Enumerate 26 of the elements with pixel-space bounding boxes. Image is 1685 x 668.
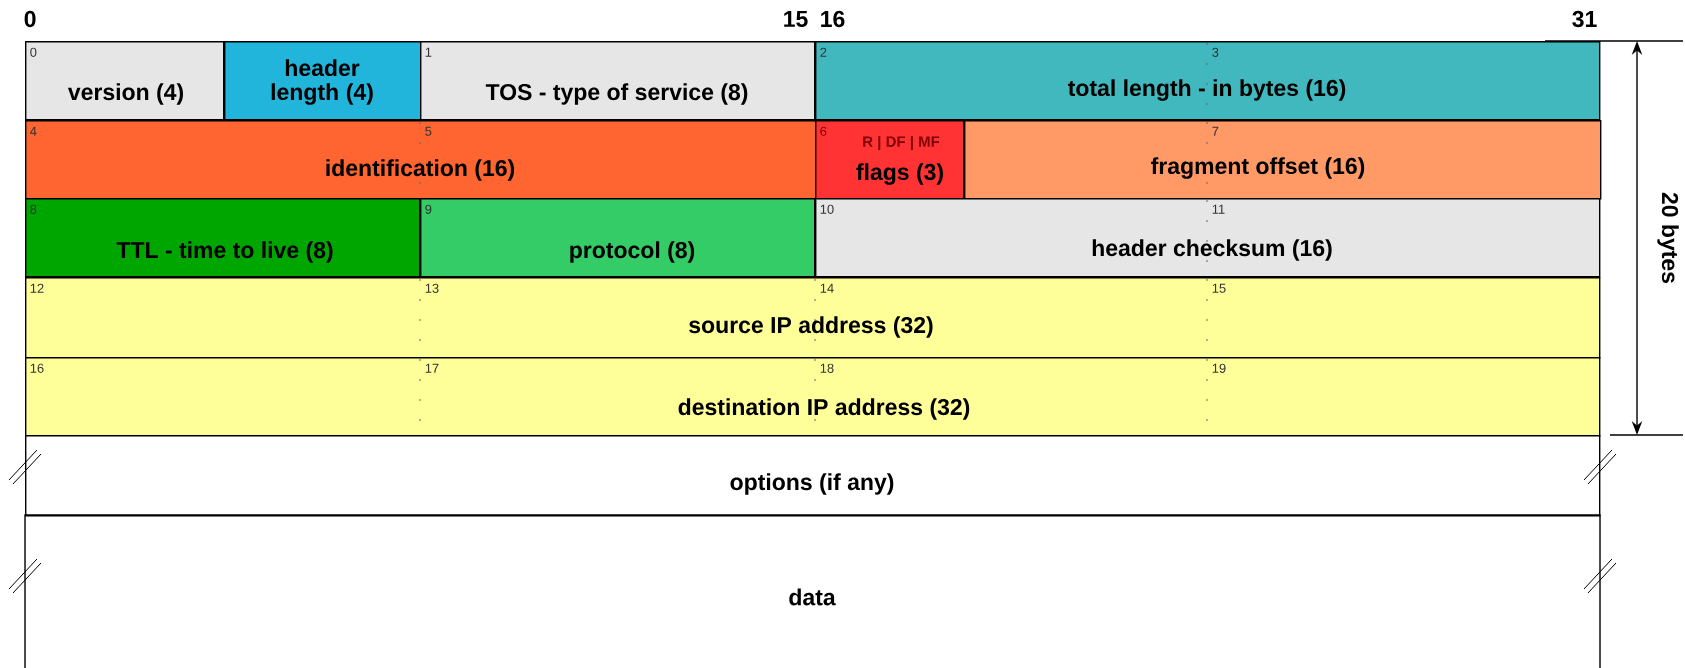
byte-number: 14 <box>820 283 834 293</box>
bit-number: 15 <box>784 11 808 27</box>
byte-number: 6 <box>820 126 827 136</box>
byte-number: 13 <box>425 283 439 293</box>
byte-number: 15 <box>1212 283 1226 293</box>
byte-number: 11 <box>1212 204 1225 214</box>
byte-number: 18 <box>820 363 834 373</box>
byte-number: 1 <box>425 47 432 57</box>
byte-number: 10 <box>820 204 834 214</box>
dimension-label: 20 bytes <box>1657 192 1679 284</box>
byte-number: 7 <box>1212 126 1219 136</box>
bit-number: 16 <box>821 10 845 28</box>
byte-number: 19 <box>1212 363 1226 373</box>
byte-number: 8 <box>30 204 37 214</box>
byte-number: 0 <box>30 47 37 57</box>
byte-number: 17 <box>425 363 439 373</box>
byte-number: 9 <box>425 204 432 214</box>
field-box: data <box>24 514 1601 668</box>
field-box: options (if any) <box>25 435 1601 517</box>
byte-number: 2 <box>820 47 827 57</box>
byte-number: 4 <box>30 126 37 136</box>
byte-number: 16 <box>30 363 44 373</box>
byte-number: 3 <box>1212 47 1219 57</box>
byte-number: 5 <box>425 126 432 136</box>
field-box: header length (4) <box>224 41 422 121</box>
byte-number: 12 <box>30 283 44 293</box>
